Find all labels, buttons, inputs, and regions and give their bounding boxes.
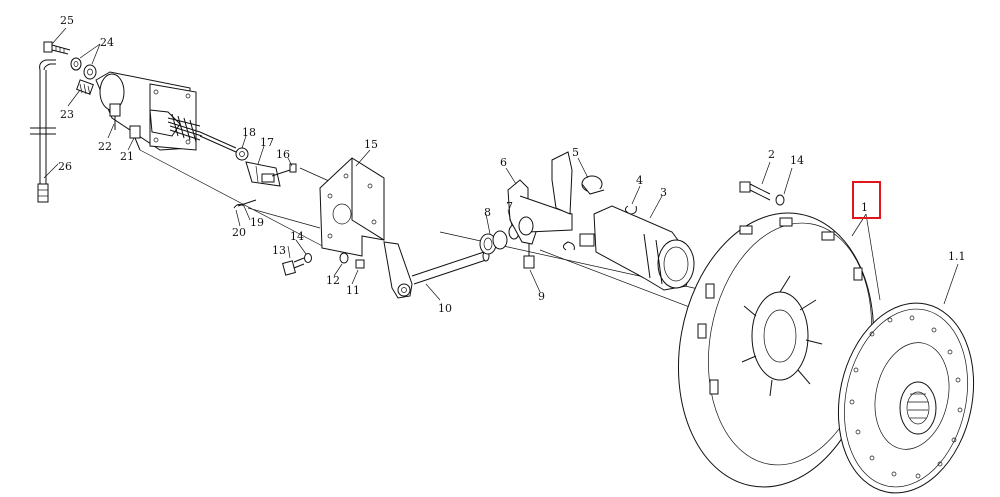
label-9: 9 (538, 290, 545, 303)
nut-18 (235, 147, 249, 161)
label-1: 1 (861, 201, 868, 214)
release-fork-6 (507, 151, 573, 269)
label-20: 20 (232, 226, 246, 239)
label-16: 16 (276, 148, 290, 161)
label-7: 7 (506, 200, 513, 213)
label-18: 18 (242, 126, 256, 139)
label-3: 3 (660, 186, 667, 199)
bolt-13 (282, 257, 305, 276)
washer-14a (304, 253, 312, 263)
clevis (245, 161, 281, 187)
sleeve-3 (579, 205, 695, 291)
hose-assembly (30, 59, 56, 203)
bushing-8 (479, 230, 508, 255)
label-8: 8 (484, 206, 491, 219)
bolt-25 (43, 41, 71, 55)
highlight-box-part-1 (852, 181, 881, 219)
lever-shaft-10 (383, 241, 490, 299)
label-25: 25 (60, 14, 74, 27)
label-2: 2 (768, 148, 775, 161)
label-19: 19 (250, 216, 264, 229)
label-11: 11 (346, 284, 360, 297)
nut-12 (339, 252, 349, 264)
label-12: 12 (326, 274, 340, 287)
booster-cylinder (95, 71, 237, 153)
clip-19-20 (233, 199, 257, 209)
label-22: 22 (98, 140, 112, 153)
label-14-left: 14 (290, 230, 304, 243)
bushing-5 (581, 175, 605, 195)
label-21: 21 (120, 150, 134, 163)
label-4: 4 (636, 174, 643, 187)
washers-24 (70, 57, 97, 80)
label-26: 26 (58, 160, 72, 173)
pin-16 (271, 163, 297, 177)
label-14-right: 14 (790, 154, 804, 167)
bolt-2 (739, 181, 771, 201)
leader-lines (43, 27, 959, 305)
nut-11 (355, 259, 365, 269)
clutch-disc-1-1 (837, 302, 975, 494)
washer-14b (775, 194, 785, 206)
part-labels: 25 24 23 22 21 26 18 17 16 15 19 20 13 1… (58, 14, 966, 315)
bracket-15 (319, 157, 385, 257)
label-13: 13 (272, 244, 286, 257)
fitting-23 (76, 79, 94, 96)
label-17: 17 (260, 136, 274, 149)
label-6: 6 (500, 156, 507, 169)
label-10: 10 (438, 302, 452, 315)
label-1-1: 1.1 (948, 250, 966, 263)
label-24: 24 (100, 36, 114, 49)
label-23: 23 (60, 108, 74, 121)
label-15: 15 (364, 138, 378, 151)
label-5: 5 (572, 146, 579, 159)
